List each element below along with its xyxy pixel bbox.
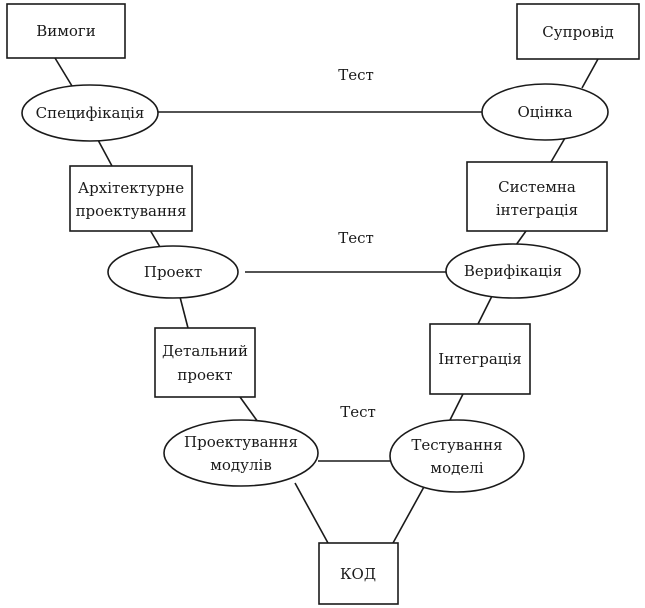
edge-requirements-specification	[54, 57, 73, 87]
node-detailed-project: Детальний проект	[154, 327, 256, 398]
edge-evaluation-maintenance	[581, 58, 599, 89]
node-code: КОД	[318, 542, 399, 605]
node-maintenance-label: Супровід	[542, 23, 613, 41]
node-module-design-label-line1: Проектування	[184, 433, 298, 451]
edge-verification-system-integration	[515, 230, 527, 246]
node-module-testing: Тестування моделі	[389, 419, 525, 493]
edge-module-design-code	[294, 482, 329, 544]
edge-code-module-testing	[392, 484, 426, 544]
node-system-integration-label-line2: інтеграція	[496, 201, 578, 219]
node-module-testing-label-line2: моделі	[430, 459, 483, 477]
edge-module-testing-integration	[449, 393, 464, 421]
node-module-testing-label-line1: Тестування	[411, 436, 502, 454]
test-label-top: Тест	[338, 66, 374, 84]
node-module-design-label-line2: модулів	[210, 456, 272, 474]
node-project-label: Проект	[144, 263, 202, 281]
edge-integration-verification	[477, 295, 493, 325]
node-integration: Інтеграція	[429, 323, 531, 395]
node-evaluation-label: Оцінка	[517, 103, 572, 121]
node-specification-label: Специфікація	[36, 104, 145, 122]
node-detailed-label-line1: Детальний	[162, 342, 248, 360]
node-maintenance: Супровід	[516, 3, 640, 60]
node-project: Проект	[107, 245, 239, 299]
node-requirements-label: Вимоги	[36, 22, 96, 40]
node-verification-label: Верифікація	[464, 262, 562, 280]
node-specification: Специфікація	[21, 84, 159, 142]
node-architecture: Архітектурне проектування	[69, 165, 193, 232]
node-requirements: Вимоги	[6, 3, 126, 59]
connectors	[54, 57, 599, 544]
node-architecture-label-line2: проектування	[76, 202, 187, 220]
edge-project-detailed	[179, 296, 189, 329]
edge-specification-architecture	[97, 139, 113, 167]
node-system-integration: Системна інтеграція	[466, 161, 608, 232]
edge-architecture-project	[149, 229, 161, 248]
test-label-middle: Тест	[338, 229, 374, 247]
node-module-design: Проектування модулів	[163, 419, 319, 487]
node-detailed-label-line2: проект	[177, 366, 232, 384]
node-system-integration-label-line1: Системна	[498, 178, 576, 196]
node-integration-label: Інтеграція	[438, 350, 521, 368]
node-architecture-label-line1: Архітектурне	[78, 179, 184, 197]
test-label-bottom: Тест	[340, 403, 376, 421]
edge-system-integration-evaluation	[550, 137, 566, 163]
node-code-label: КОД	[340, 565, 376, 583]
edge-detailed-module-design	[239, 396, 259, 423]
node-evaluation: Оцінка	[481, 83, 609, 141]
node-verification: Верифікація	[445, 243, 581, 299]
